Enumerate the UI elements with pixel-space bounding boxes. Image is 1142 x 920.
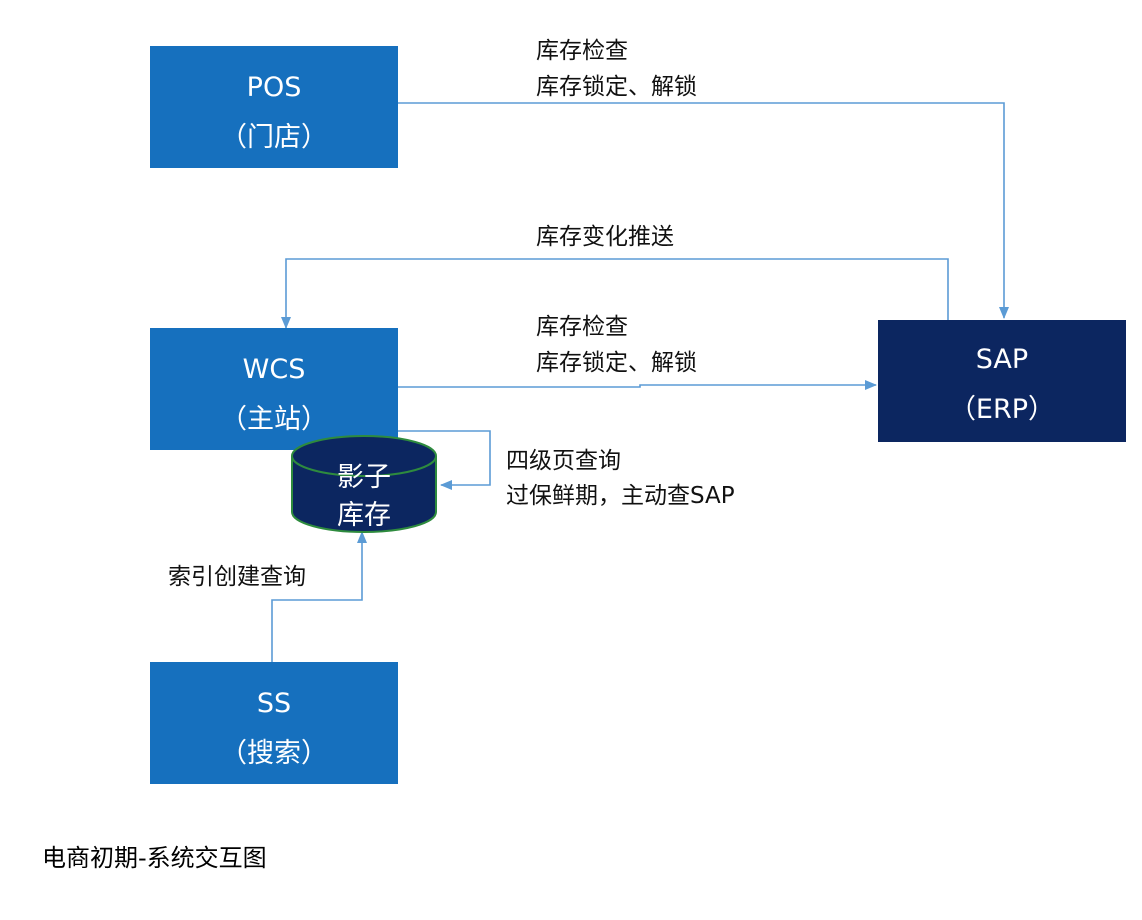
wcs-main-site-node: WCS （主站）	[150, 328, 398, 450]
sap-erp-node: SAP （ERP）	[878, 320, 1126, 442]
database-cylinder-top	[291, 435, 437, 477]
ss-search-node: SS （搜索）	[150, 662, 398, 784]
pos-store-box	[150, 46, 398, 168]
pos-node-title: POS	[247, 72, 302, 103]
shadow-node-line2: 库存	[337, 500, 391, 531]
pos-node-subtitle: （门店）	[220, 122, 328, 153]
sap-erp-box	[878, 320, 1126, 442]
edge-label-wcs-sap-2: 库存锁定、解锁	[536, 350, 697, 376]
edge-labels: 库存检查 库存锁定、解锁 库存变化推送 库存检查 库存锁定、解锁 四级页查询 过…	[168, 38, 735, 590]
ss-search-box	[150, 662, 398, 784]
database-cylinder-icon	[291, 456, 437, 533]
edge-label-pos-sap-1: 库存检查	[536, 38, 628, 64]
wcs-node-title: WCS	[243, 354, 306, 385]
edge-label-ss-shadow: 索引创建查询	[168, 564, 306, 590]
ss-node-title: SS	[257, 688, 291, 719]
edge-label-wcs-shadow-1: 四级页查询	[506, 448, 621, 474]
edge-wcs-to-shadow	[398, 430, 491, 490]
system-interaction-diagram: 库存检查 库存锁定、解锁 库存变化推送 库存检查 库存锁定、解锁 四级页查询 过…	[150, 38, 1126, 784]
edge-label-wcs-shadow-2: 过保鲜期，主动查SAP	[506, 483, 735, 509]
diagram-caption: 电商初期-系统交互图	[42, 844, 267, 872]
wcs-main-site-box	[150, 328, 398, 450]
pos-store-node: POS （门店）	[150, 46, 398, 168]
sap-node-title: SAP	[976, 344, 1028, 375]
edge-ss-to-shadow	[271, 531, 367, 662]
edge-label-sap-wcs: 库存变化推送	[536, 224, 674, 250]
edge-pos-to-sap	[398, 102, 1009, 319]
edge-wcs-to-sap	[398, 380, 877, 390]
sap-node-subtitle: （ERP）	[949, 394, 1055, 425]
shadow-inventory-database: 影子 库存	[291, 435, 437, 533]
edge-label-wcs-sap-1: 库存检查	[536, 314, 628, 340]
ss-node-subtitle: （搜索）	[220, 738, 328, 769]
shadow-node-line1: 影子	[337, 462, 391, 493]
wcs-node-subtitle: （主站）	[220, 404, 328, 435]
edges	[271, 102, 1009, 662]
edge-label-pos-sap-2: 库存锁定、解锁	[536, 74, 697, 100]
edge-sap-to-wcs	[281, 258, 949, 329]
